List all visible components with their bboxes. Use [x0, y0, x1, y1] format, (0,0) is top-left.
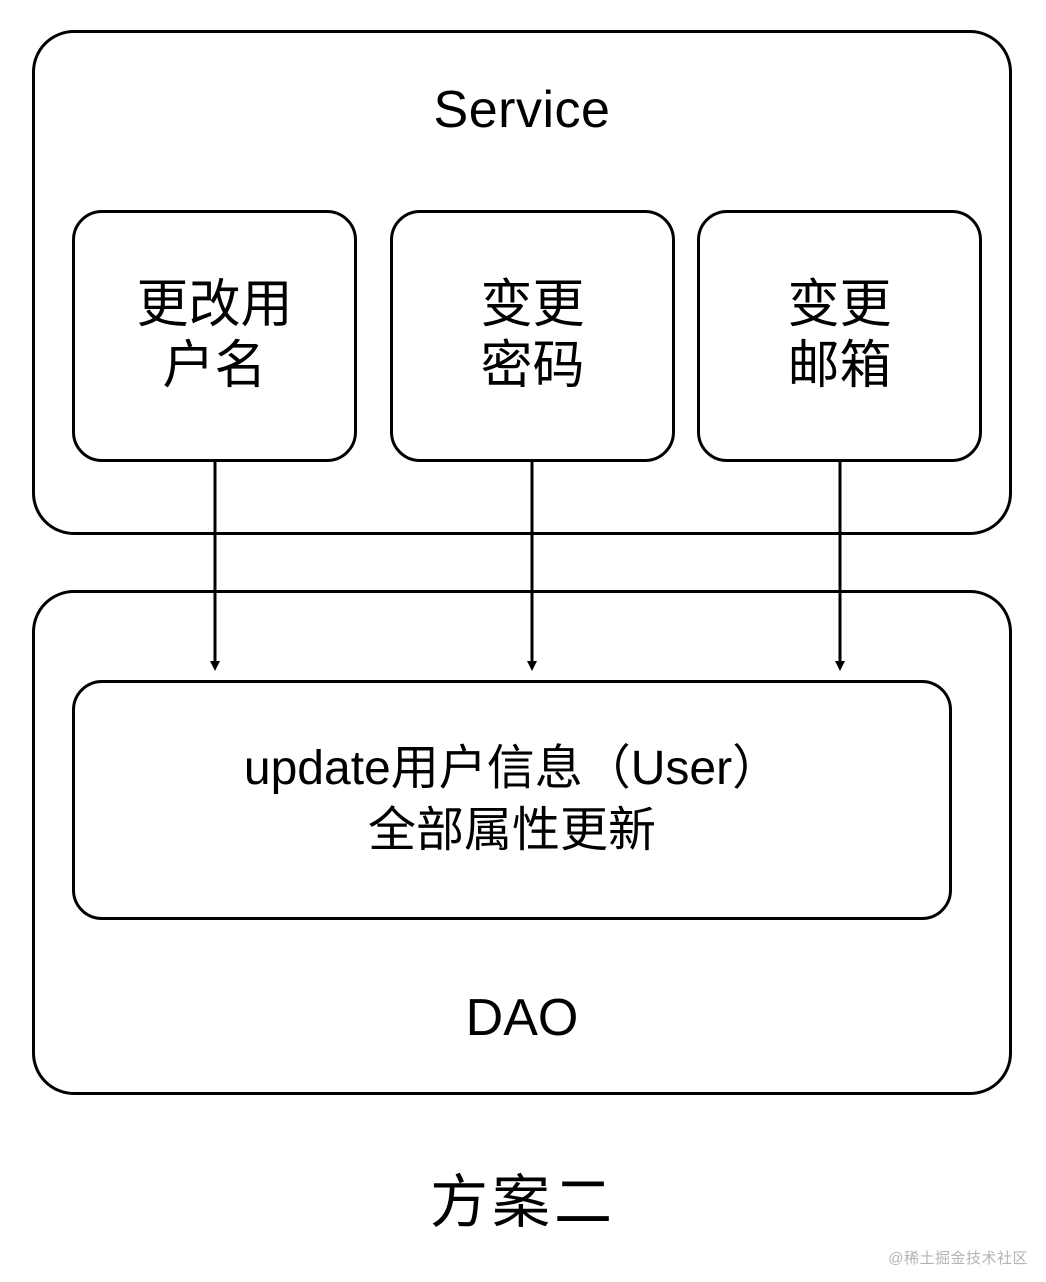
service-item-change-password: 变更 密码 [390, 210, 675, 462]
service-item-change-email: 变更 邮箱 [697, 210, 982, 462]
dao-operation-box: update用户信息（User） 全部属性更新 [72, 680, 952, 920]
dao-title: DAO [465, 989, 579, 1047]
watermark-label: @稀土掘金技术社区 [888, 1250, 1028, 1267]
dao-operation-label: update用户信息（User） 全部属性更新 [243, 741, 781, 857]
service-title: Service [433, 81, 611, 139]
service-item-change-username: 更改用 户名 [72, 210, 357, 462]
diagram-caption: 方案二 [429, 1170, 616, 1235]
